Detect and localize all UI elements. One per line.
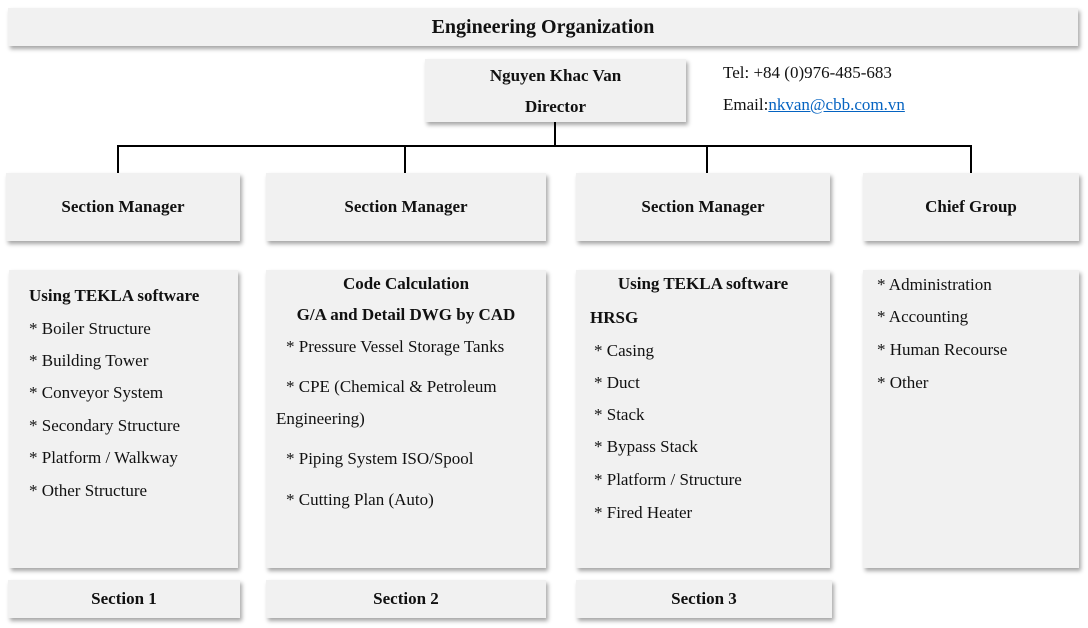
connector-director-vertical <box>554 122 556 146</box>
director-box: Nguyen Khac Van Director <box>425 59 686 122</box>
col1-item: * Boiler Structure <box>29 319 151 338</box>
col3-item: * Duct <box>594 373 640 392</box>
section-label-2: Section 2 <box>266 580 546 618</box>
connector-drop-2 <box>404 145 406 173</box>
contact-email-link[interactable]: nkvan@cbb.com.vn <box>768 95 905 114</box>
col4-item: * Administration <box>877 275 992 294</box>
contact-email-label: Email: <box>723 95 769 114</box>
col2-item: * Cutting Plan (Auto) <box>286 490 434 509</box>
col3-subheading: HRSG <box>590 308 639 327</box>
chief-group-body: * Administration * Accounting * Human Re… <box>863 270 1079 568</box>
contact-email-row: Email:nkvan@cbb.com.vn <box>723 95 905 115</box>
col2-heading: Code Calculation <box>342 274 470 293</box>
manager-box-3: Section Manager <box>576 173 830 241</box>
col4-item: * Human Recourse <box>877 340 1008 359</box>
col1-item: * Secondary Structure <box>29 416 181 435</box>
section-2-body: Code Calculation G/A and Detail DWG by C… <box>266 270 546 568</box>
section-label-3: Section 3 <box>576 580 832 618</box>
contact-tel: Tel: +84 (0)976-485-683 <box>723 63 892 82</box>
connector-horizontal <box>117 145 972 147</box>
section-label-1: Section 1 <box>8 580 240 618</box>
director-name: Nguyen Khac Van <box>489 65 622 85</box>
col1-item: * Conveyor System <box>29 383 164 402</box>
col4-item: * Other <box>877 373 929 392</box>
connector-drop-1 <box>117 145 119 173</box>
col2-item: * CPE (Chemical & Petroleum <box>286 377 497 396</box>
col3-item: * Stack <box>594 405 645 424</box>
col3-heading: Using TEKLA software <box>617 274 789 293</box>
col2-item: * Pressure Vessel Storage Tanks <box>286 337 505 356</box>
col1-item: * Platform / Walkway <box>29 448 178 467</box>
col1-item: * Other Structure <box>29 481 148 500</box>
manager-box-1: Section Manager <box>6 173 240 241</box>
section-3-body: Using TEKLA software HRSG * Casing * Duc… <box>576 270 830 568</box>
manager-box-2: Section Manager <box>266 173 546 241</box>
section-1-body: Using TEKLA software * Boiler Structure … <box>9 270 238 568</box>
org-title: Engineering Organization <box>8 8 1078 46</box>
manager-box-4: Chief Group <box>863 173 1079 241</box>
col2-item: * Piping System ISO/Spool <box>286 449 474 468</box>
col3-item: * Platform / Structure <box>594 470 742 489</box>
connector-drop-3 <box>706 145 708 173</box>
col3-item: * Casing <box>594 341 654 360</box>
col2-item-continued: Engineering) <box>276 409 365 428</box>
connector-drop-4 <box>970 145 972 173</box>
col1-heading: Using TEKLA software <box>29 286 200 305</box>
col2-heading: G/A and Detail DWG by CAD <box>296 305 516 324</box>
director-role: Director <box>524 96 587 116</box>
col1-item: * Building Tower <box>29 351 149 370</box>
col4-item: * Accounting <box>877 307 969 326</box>
col3-item: * Bypass Stack <box>594 437 698 456</box>
col3-item: * Fired Heater <box>594 503 693 522</box>
